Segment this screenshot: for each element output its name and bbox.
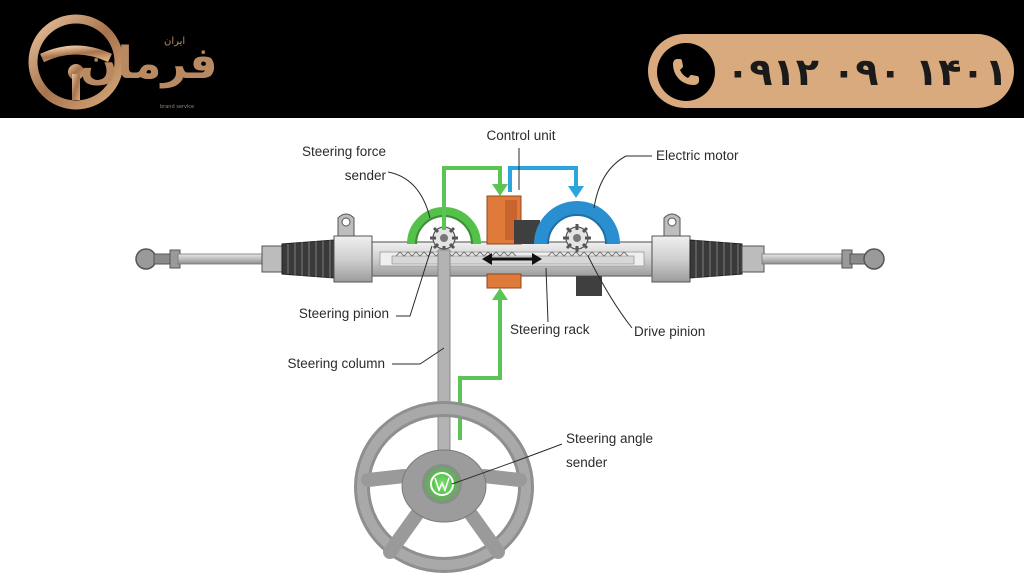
label-steering-column: Steering column (287, 356, 385, 371)
left-rubber-boot (281, 239, 335, 279)
signal-arrow-down-icon (492, 184, 508, 196)
header-bar: فرمان ایران brand service ۰۹۱۲ ۰۹۰ ۱۴۰۱ (0, 0, 1024, 118)
left-tie-rod (135, 245, 285, 273)
steering-wheel-logo-icon (28, 14, 124, 110)
label-drive-pinion: Drive pinion (634, 324, 705, 339)
right-rubber-boot (689, 239, 743, 279)
motor-signal-arrow-icon (568, 186, 584, 198)
vw-logo-icon (434, 477, 450, 493)
signal-arrow-up-icon (492, 288, 508, 300)
right-mount-bracket (651, 213, 691, 283)
leader-lines (387, 148, 652, 485)
steering-angle-sender (422, 464, 462, 504)
signal-line-blue (508, 166, 578, 192)
label-electric-motor: Electric motor (656, 148, 739, 163)
label-steering-rack: Steering rack (510, 322, 590, 337)
left-mount-bracket (333, 213, 373, 283)
label-steering-force-sender-line2: sender (345, 168, 387, 183)
drive-pinion (563, 224, 591, 252)
logo-tagline: brand service (160, 104, 195, 110)
label-control-unit: Control unit (486, 128, 555, 143)
logo-small-text: ایران (164, 36, 186, 47)
label-steering-angle-sender-line1: Steering angle (566, 431, 653, 446)
label-steering-force-sender-line1: Steering force (302, 144, 386, 159)
brand-logo[interactable]: فرمان ایران brand service (28, 12, 219, 112)
electric-motor (534, 201, 620, 296)
label-steering-pinion: Steering pinion (299, 306, 389, 321)
phone-icon (673, 59, 699, 85)
rack-movement-arrow (482, 253, 542, 265)
phone-number[interactable]: ۰۹۱۲ ۰۹۰ ۱۴۰۱ (726, 50, 1008, 94)
phone-icon-circle (657, 43, 715, 101)
right-tie-rod (741, 245, 885, 273)
label-steering-angle-sender-line2: sender (566, 455, 608, 470)
control-unit (486, 195, 540, 289)
logo-text: فرمان (80, 38, 219, 89)
steering-column (437, 249, 451, 471)
steering-system-diagram: Control unit Steering force sender Elect… (135, 128, 885, 573)
